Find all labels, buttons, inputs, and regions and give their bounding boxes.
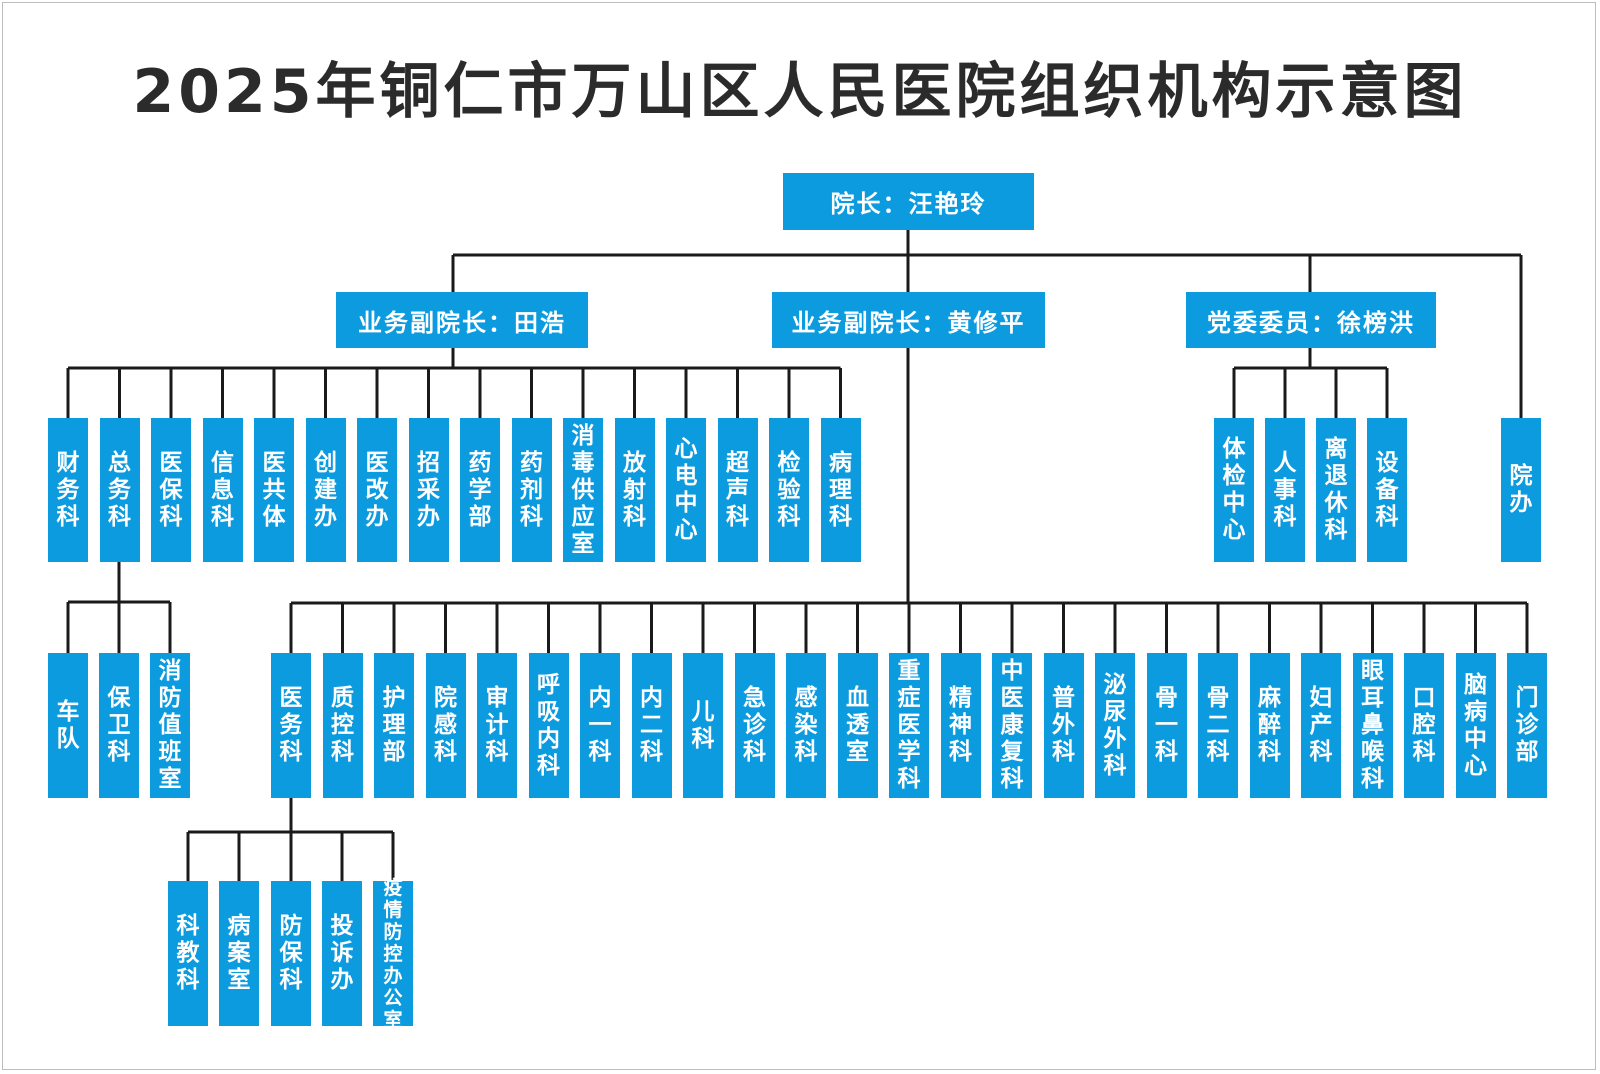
vice-dean-left-box: 业务副院长：田浩 <box>336 292 588 348</box>
party-member-box: 党委委员：徐榜洪 <box>1186 292 1436 348</box>
dept-box-left: 放射科 <box>614 418 655 562</box>
dept-box-mid: 精神科 <box>940 653 981 798</box>
dept-box-mid: 护理部 <box>374 653 414 798</box>
dept-box-left: 招采办 <box>408 418 449 562</box>
chart-title: 2025年铜仁市万山区人民医院组织机构示意图 <box>132 57 1468 127</box>
dept-box-medical-affairs-sub: 科教科 <box>168 881 208 1026</box>
dept-box-party: 设备科 <box>1367 418 1407 562</box>
dept-box-mid: 骨一科 <box>1146 653 1187 798</box>
dept-box-mid: 感染科 <box>786 653 826 798</box>
dept-box-left: 超声科 <box>717 418 758 562</box>
dept-box-left: 消毒供应室 <box>563 418 603 562</box>
dept-box-left: 医保科 <box>151 418 191 562</box>
dept-box-left: 财务科 <box>48 418 88 562</box>
dept-box-left: 医共体 <box>254 418 294 562</box>
dept-box-left: 检验科 <box>769 418 809 562</box>
dept-box-mid: 审计科 <box>477 653 517 798</box>
dept-box-left: 药学部 <box>460 418 500 562</box>
dept-box-mid: 急诊科 <box>734 653 775 798</box>
dept-box-mid: 普外科 <box>1043 653 1084 798</box>
dept-box-left: 心电中心 <box>666 418 706 562</box>
dept-box-party: 离退休科 <box>1316 418 1356 562</box>
dept-box-mid: 医务科 <box>271 653 311 798</box>
dept-box-general-affairs-sub: 车队 <box>48 653 88 798</box>
dept-box-mid: 妇产科 <box>1301 653 1341 798</box>
dept-box-party: 人事科 <box>1265 418 1305 562</box>
dept-box-medical-affairs-sub: 投诉办 <box>322 881 362 1026</box>
dept-box-mid: 门诊部 <box>1507 653 1547 798</box>
dept-box-mid: 内一科 <box>580 653 620 798</box>
vice-dean-mid-box: 业务副院长：黄修平 <box>772 292 1045 348</box>
dept-box-left: 病理科 <box>820 418 861 562</box>
dept-box-mid: 质控科 <box>322 653 363 798</box>
dept-box-mid: 眼耳鼻喉科 <box>1352 653 1393 798</box>
dept-box-mid: 儿科 <box>683 653 723 798</box>
dept-box-general-affairs-sub: 保卫科 <box>99 653 139 798</box>
dept-box-mid: 院感科 <box>425 653 466 798</box>
dept-box-party: 体检中心 <box>1214 418 1254 562</box>
dept-box-mid: 口腔科 <box>1404 653 1444 798</box>
dept-box-medical-affairs-sub: 防保科 <box>271 881 311 1026</box>
dept-box-general-affairs-sub: 消防值班室 <box>150 653 190 798</box>
dept-box-left: 信息科 <box>202 418 243 562</box>
dept-box-mid: 呼吸内科 <box>528 653 569 798</box>
dept-box-mid: 脑病中心 <box>1455 653 1496 798</box>
dept-box-mid: 血透室 <box>837 653 878 798</box>
dept-box-medical-affairs-sub: 疫情防控办公室 <box>373 877 413 1031</box>
dept-box-mid: 泌尿外科 <box>1095 653 1135 798</box>
dept-box-mid: 骨二科 <box>1198 653 1238 798</box>
dept-box-office: 院办 <box>1501 418 1541 562</box>
dept-box-mid: 重症医学科 <box>889 653 929 798</box>
dept-box-mid: 内二科 <box>631 653 672 798</box>
dept-box-left: 医改办 <box>357 418 397 562</box>
dept-box-mid: 麻醉科 <box>1249 653 1290 798</box>
dept-box-mid: 中医康复科 <box>992 653 1032 798</box>
dept-box-left: 药剂科 <box>511 418 552 562</box>
dean-box: 院长：汪艳玲 <box>783 173 1034 230</box>
dept-box-medical-affairs-sub: 病案室 <box>219 881 259 1026</box>
dept-box-left: 总务科 <box>99 418 140 562</box>
dept-box-left: 创建办 <box>305 418 346 562</box>
